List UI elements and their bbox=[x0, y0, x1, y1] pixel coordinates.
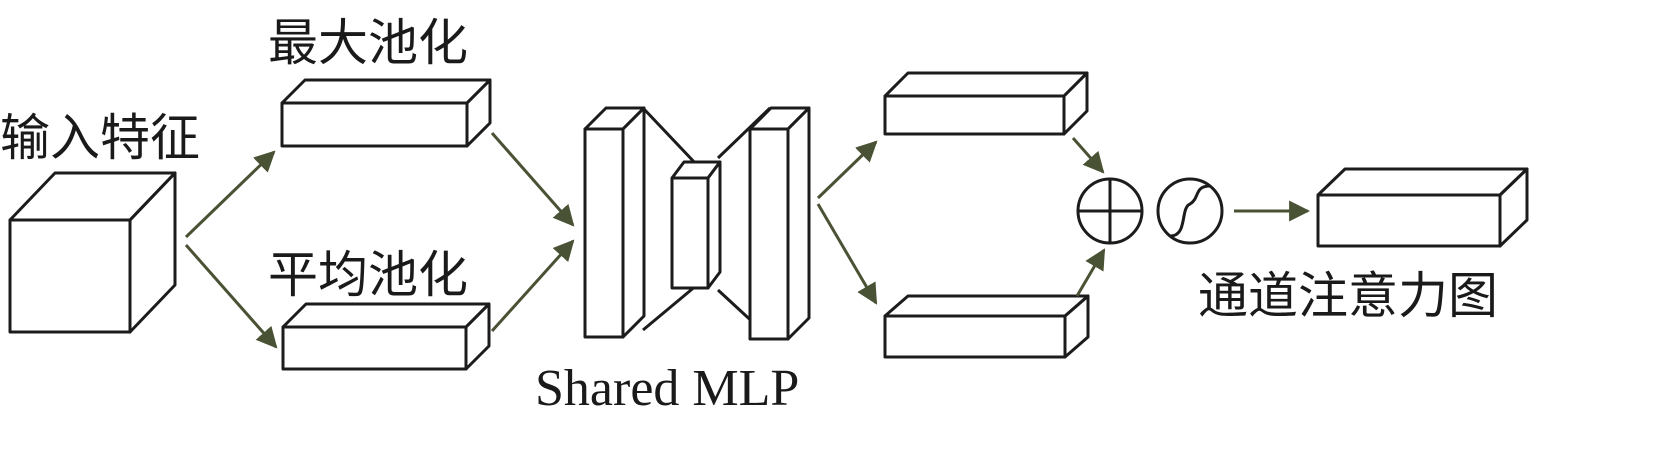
arrow-input-to-maxpool bbox=[184, 150, 276, 239]
arrow-input-to-avgpool bbox=[184, 244, 278, 349]
avg-pool-side bbox=[464, 302, 491, 371]
max-pooling-label: 最大池化 bbox=[268, 14, 468, 72]
avg-pool-front bbox=[281, 325, 468, 371]
avg-pool-block bbox=[281, 302, 491, 371]
arrow-maxpool-to-mlp bbox=[490, 132, 575, 227]
arrow-top-output-to-sum bbox=[1071, 137, 1105, 174]
input-feature-cube bbox=[8, 171, 177, 334]
mlp-right-front bbox=[748, 127, 790, 341]
mlp-left-side bbox=[621, 106, 646, 339]
mlp-middle-front bbox=[670, 176, 710, 290]
mlp-link-top-left bbox=[641, 106, 699, 167]
mlp-link-bottom-left bbox=[642, 283, 698, 332]
attention-map-side bbox=[1498, 167, 1529, 248]
input-feature-label: 输入特征 bbox=[0, 109, 200, 167]
arrow-mlp-to-top-output bbox=[816, 140, 878, 200]
mlp-output-top-side bbox=[1062, 71, 1089, 136]
channel-attention-map-block bbox=[1316, 167, 1529, 248]
mlp-output-bottom-top bbox=[883, 294, 1090, 318]
shared-mlp bbox=[583, 106, 811, 341]
max-pool-top bbox=[280, 78, 492, 105]
mlp-output-bottom-front bbox=[883, 314, 1067, 359]
mlp-output-top-front bbox=[883, 94, 1066, 136]
avg-pooling-label: 平均池化 bbox=[268, 246, 468, 304]
mlp-right-side bbox=[786, 106, 811, 341]
mlp-left-front bbox=[583, 127, 625, 339]
mlp-output-bottom-block bbox=[883, 294, 1090, 359]
input-cube-front bbox=[8, 218, 132, 334]
input-cube-side bbox=[128, 171, 177, 334]
shared-mlp-label: Shared MLP bbox=[535, 360, 799, 417]
max-pool-front bbox=[280, 101, 469, 148]
input-cube-top bbox=[8, 171, 177, 222]
circled-plus-icon bbox=[1076, 177, 1144, 245]
mlp-output-bottom-side bbox=[1063, 294, 1090, 359]
mlp-output-top-top bbox=[883, 71, 1089, 98]
avg-pool-top bbox=[281, 302, 491, 329]
mlp-middle-side bbox=[706, 160, 722, 290]
mlp-output-top-block bbox=[883, 71, 1089, 136]
arrow-mlp-to-bottom-output bbox=[816, 203, 878, 305]
attention-map-top bbox=[1316, 167, 1529, 197]
max-pool-side bbox=[465, 78, 492, 148]
channel-attention-map-label: 通道注意力图 bbox=[1198, 267, 1498, 325]
arrow-avgpool-to-mlp bbox=[490, 239, 575, 333]
sigmoid-icon bbox=[1156, 177, 1224, 245]
attention-map-front bbox=[1316, 193, 1502, 248]
max-pool-block bbox=[280, 78, 492, 148]
arrow-bottom-output-to-sum bbox=[1075, 248, 1106, 297]
